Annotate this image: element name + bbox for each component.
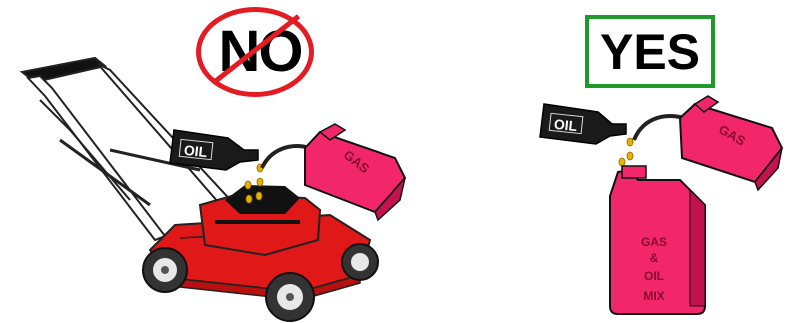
gas-can-icon: GAS bbox=[680, 96, 782, 190]
mix-label-line: GAS bbox=[641, 235, 667, 249]
yes-panel: YES OIL GAS GAS & bbox=[500, 0, 795, 323]
mix-jug-icon: GAS & OIL MIX bbox=[610, 166, 705, 314]
gas-can-icon: GAS bbox=[305, 124, 405, 220]
mix-label-line: & bbox=[650, 251, 659, 265]
mix-container-illustration: OIL GAS GAS & OIL MIX bbox=[500, 0, 795, 323]
oil-bottle-label: OIL bbox=[553, 116, 578, 134]
mix-label-line: OIL bbox=[644, 269, 664, 283]
gas-stream-icon bbox=[634, 116, 684, 140]
mix-label-line: MIX bbox=[643, 289, 664, 303]
gas-stream-icon bbox=[262, 146, 310, 168]
no-panel: NO bbox=[0, 0, 430, 323]
oil-bottle-icon: OIL bbox=[170, 130, 258, 170]
lawn-mower-illustration: OIL GAS bbox=[0, 0, 430, 323]
oil-bottle-icon: OIL bbox=[540, 104, 626, 144]
oil-bottle-label: OIL bbox=[183, 142, 208, 160]
